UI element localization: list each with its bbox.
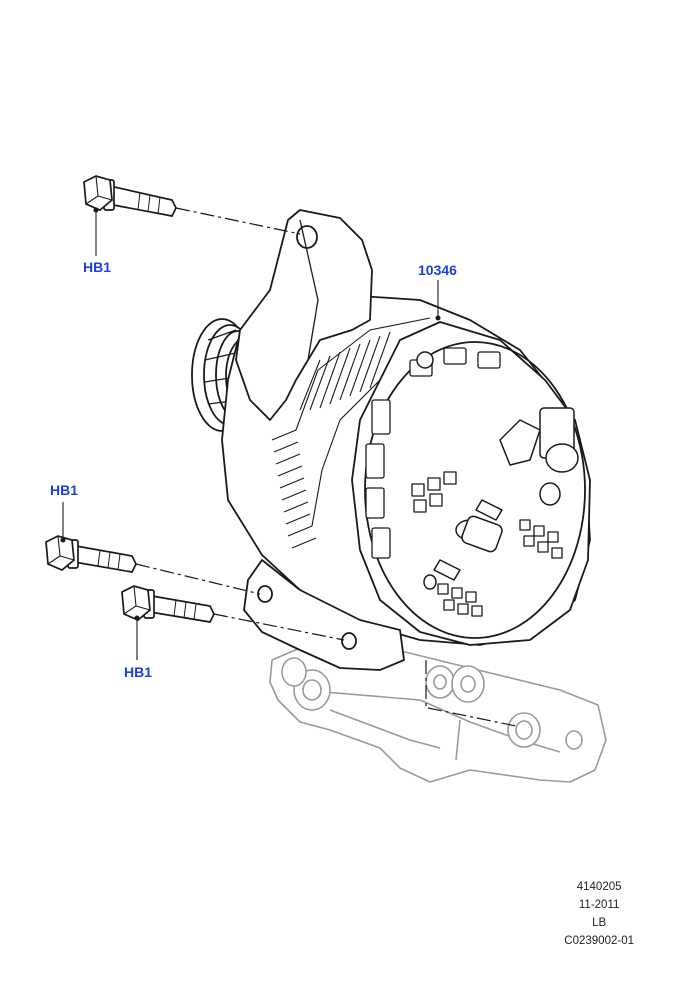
terminals: [416, 351, 579, 590]
assembly-lines: [135, 207, 517, 727]
mounting-bracket: [269, 647, 607, 783]
bolt-top[interactable]: [83, 175, 177, 217]
bolt-bottom[interactable]: [121, 585, 215, 623]
lower-mounting-hole-1: [257, 585, 273, 603]
reference-code: C0239002-01: [564, 935, 634, 947]
callout-hb1-bottom[interactable]: HB1: [124, 664, 153, 680]
upper-mounting-hole: [296, 225, 318, 249]
illustration-number: 4140205: [576, 881, 622, 893]
illustration-date: 11-2011: [578, 899, 620, 911]
callout-hb1-middle[interactable]: HB1: [50, 482, 79, 498]
bolt-middle[interactable]: [45, 535, 137, 573]
alternator[interactable]: [191, 209, 591, 671]
callout-part-10346[interactable]: 10346: [418, 262, 457, 278]
callout-hb1-top[interactable]: HB1: [83, 259, 112, 275]
lower-mounting-ear: [243, 559, 405, 671]
rear-cover-vents: [365, 347, 563, 617]
rear-cover-rim: [364, 341, 586, 639]
lower-mounting-hole-2: [341, 632, 357, 650]
illustration-footer: 4140205 11-2011 LB C0239002-01: [564, 878, 634, 950]
rear-cover: [351, 321, 591, 646]
callout-leaders: [60, 207, 441, 660]
market-code: LB: [592, 917, 607, 929]
